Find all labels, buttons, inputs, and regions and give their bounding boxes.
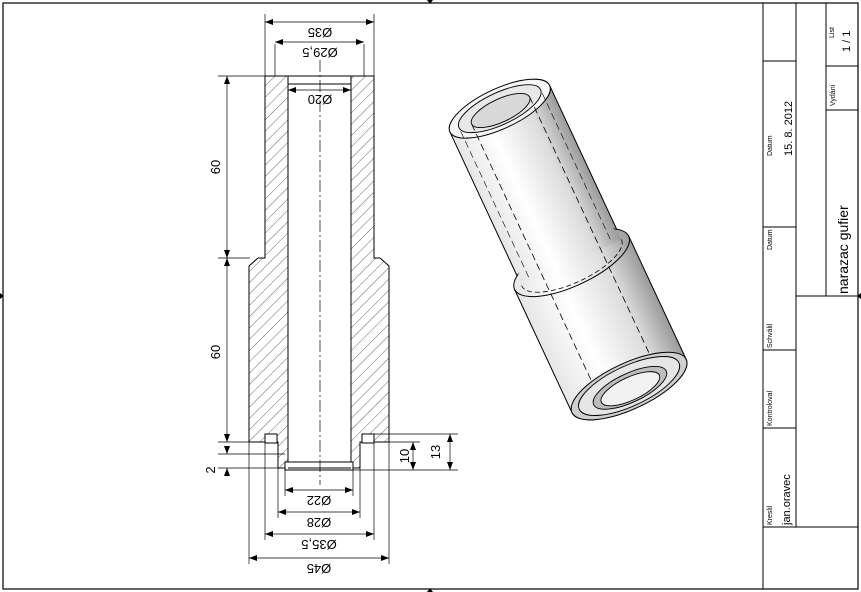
dimensions [218, 14, 458, 564]
dim-h13: 13 [428, 445, 443, 459]
checked-label: Kontroloval [767, 391, 774, 426]
dim-d20: Ø20 [308, 92, 333, 107]
date-value: 15. 8. 2012 [783, 101, 795, 156]
section-wall-left [248, 75, 289, 469]
dim-d35-5: Ø35,5 [301, 537, 336, 552]
date-label: Datum [767, 135, 774, 156]
dim-d29-5: Ø29,5 [302, 45, 337, 60]
dim-d28: Ø28 [307, 515, 332, 530]
dim-len-upper: 60 [208, 160, 223, 174]
drawn-value: jan.oravec [781, 474, 793, 526]
dim-d22: Ø22 [307, 493, 332, 508]
title-block [762, 3, 858, 589]
issue-label: Vydání [830, 84, 837, 106]
drawn-label: Kreslil [767, 505, 774, 525]
dim-d35-top: Ø35 [308, 25, 333, 40]
dim-d45: Ø45 [307, 561, 332, 576]
section-view [248, 60, 390, 485]
sheet-value: 1 / 1 [841, 31, 853, 52]
dim-h2: 2 [203, 466, 218, 473]
dim-h10: 10 [397, 449, 412, 463]
section-wall-right [350, 75, 390, 469]
dim-len-lower: 60 [208, 345, 223, 359]
dimension-labels: Ø35 Ø29,5 Ø20 60 60 2 10 13 Ø22 Ø28 Ø35,… [203, 25, 443, 576]
part-name: narazac gufier [835, 205, 851, 294]
title-block-text: Kreslil jan.oravec Kontroloval Schválil … [767, 27, 853, 526]
date-label-2: Datum [767, 229, 774, 250]
sheet-label: List [829, 27, 836, 38]
approved-label: Schválil [767, 323, 774, 348]
isometric-view [448, 78, 688, 421]
